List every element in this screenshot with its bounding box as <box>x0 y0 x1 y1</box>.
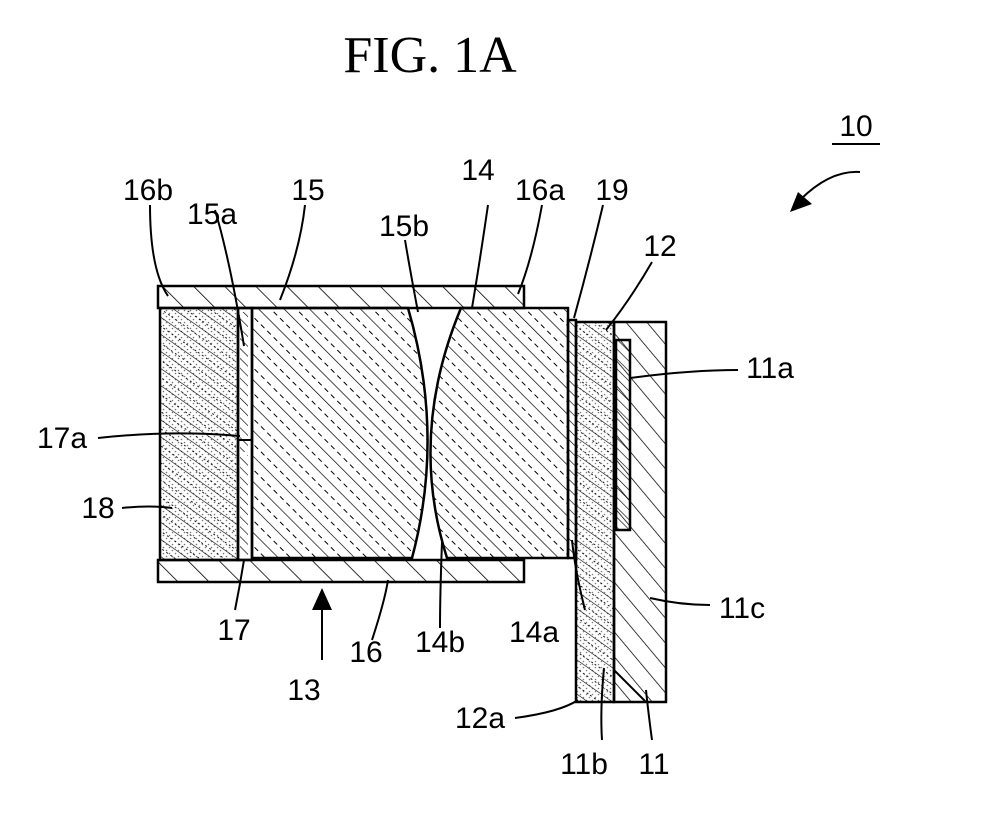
label-16b: 16b <box>123 174 173 207</box>
label-10: 10 <box>839 110 872 143</box>
label-16: 16 <box>349 636 382 669</box>
label-14a: 14a <box>509 616 559 649</box>
label-12a: 12a <box>455 702 505 735</box>
label-11b: 11b <box>560 748 608 781</box>
top-plate-16 <box>158 286 524 308</box>
label-11a: 11a <box>746 352 794 385</box>
label-16a: 16a <box>515 174 565 207</box>
label-17a: 17a <box>37 422 87 455</box>
label-11: 11 <box>638 748 669 781</box>
label-14b: 14b <box>415 626 465 659</box>
label-15b: 15b <box>379 210 429 243</box>
lens-15 <box>240 300 460 570</box>
sensor-11 <box>614 322 666 702</box>
bottom-plate-16 <box>158 560 524 582</box>
label-11c: 11c <box>719 592 765 625</box>
label-15a: 15a <box>187 198 237 231</box>
layer-17 <box>238 308 252 560</box>
label-12: 12 <box>643 230 676 263</box>
label-18: 18 <box>81 492 114 525</box>
label-17: 17 <box>217 614 250 647</box>
glass-plate-12 <box>576 322 614 702</box>
figure-title: FIG. 1A <box>343 27 517 84</box>
label-13: 13 <box>287 674 320 707</box>
label-15: 15 <box>291 174 324 207</box>
label-19: 19 <box>595 174 628 207</box>
label-14: 14 <box>461 154 494 187</box>
